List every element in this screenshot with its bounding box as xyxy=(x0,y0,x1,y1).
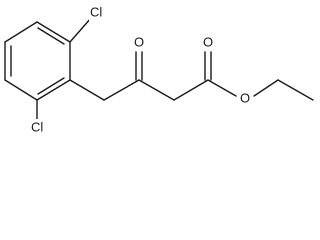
ring-bond-c2-c3 xyxy=(4,21,38,43)
bond-ring-to-cl-top xyxy=(69,17,92,43)
bond-ketone-c-to-ch2 xyxy=(138,79,175,101)
ring-bond-c4-c5 xyxy=(4,79,38,101)
ring-bond-c5-c6 xyxy=(36,79,71,101)
atom-cl-top: Cl xyxy=(89,4,107,21)
bond-ring-to-ch2 xyxy=(69,79,105,101)
atom-ketone-oxygen: O xyxy=(133,34,145,51)
benzene-ring xyxy=(4,21,71,101)
atom-label-cl-bottom: Cl xyxy=(31,119,43,134)
bond-ch2-to-ketone-c xyxy=(103,79,140,101)
atom-cl-bottom: Cl xyxy=(31,119,49,136)
bond-ester-c-to-ether-o xyxy=(207,79,237,97)
ring-bond-c1-c2 xyxy=(36,21,71,43)
bond-ether-o-to-ch2 xyxy=(253,79,279,97)
chemical-structure-diagram: Cl Cl O O O xyxy=(4,4,314,136)
atom-label-cl-top: Cl xyxy=(90,4,102,19)
atom-ester-carbonyl-oxygen: O xyxy=(202,34,214,51)
ring-double-bond-inner-3 xyxy=(37,77,65,95)
atom-label-ester-ether-oxygen: O xyxy=(240,90,250,105)
bond-ch2-to-ester-c xyxy=(173,79,209,101)
bond-ethyl-ch2-ch3 xyxy=(277,79,314,101)
atom-label-ester-carbonyl-oxygen: O xyxy=(203,34,213,49)
atom-label-ketone-oxygen: O xyxy=(134,34,144,49)
atom-ester-ether-oxygen: O xyxy=(239,90,252,107)
ring-double-bond-inner-1 xyxy=(37,27,65,45)
